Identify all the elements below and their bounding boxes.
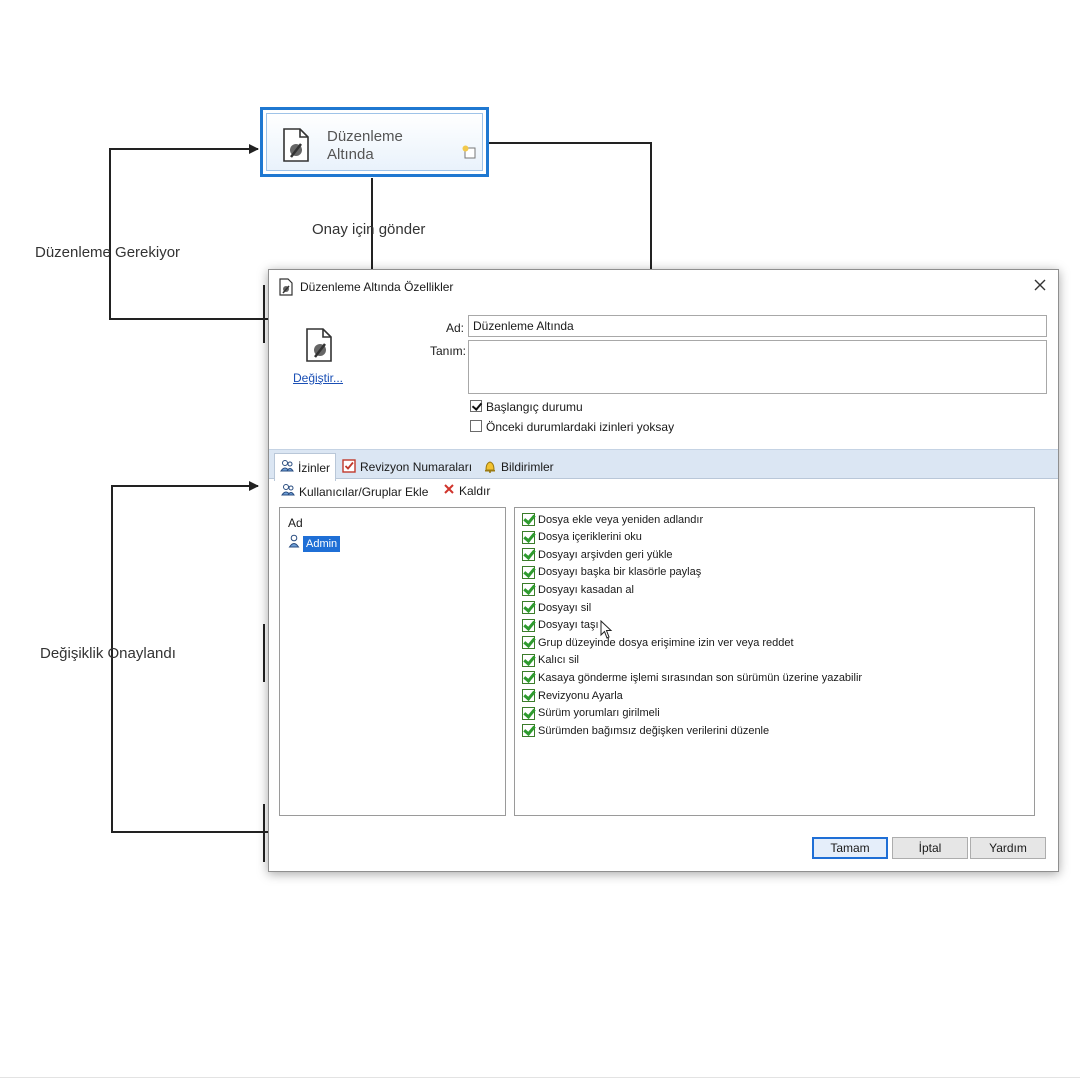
permission-label: Dosyayı taşı <box>538 619 599 632</box>
permission-checkbox[interactable] <box>522 548 535 562</box>
add-users-groups-label: Kullanıcılar/Gruplar Ekle <box>299 484 429 499</box>
permission-label: Kasaya gönderme işlemi sırasından son sü… <box>538 671 863 684</box>
list-item[interactable]: Dosyayı arşivden geri yükle <box>522 546 673 563</box>
ok-button[interactable]: Tamam <box>812 837 888 859</box>
permission-checkbox[interactable] <box>522 653 535 667</box>
list-item[interactable]: Dosyayı kasadan al <box>522 581 634 598</box>
state-large-icon <box>303 328 335 367</box>
permission-label: Kalıcı sil <box>538 654 579 667</box>
transition-line-approved <box>111 481 268 833</box>
users-icon <box>280 459 294 476</box>
page-divider <box>0 1077 1080 1078</box>
workflow-state-node[interactable]: Düzenleme Altında <box>260 107 489 177</box>
tab-notifications-label: Bildirimler <box>501 460 554 474</box>
cancel-button[interactable]: İptal <box>892 837 968 859</box>
users-list[interactable]: Ad Admin <box>279 507 506 816</box>
help-button[interactable]: Yardım <box>970 837 1046 859</box>
user-name: Admin <box>303 535 341 552</box>
description-input[interactable] <box>468 340 1047 394</box>
user-icon <box>288 534 300 553</box>
permission-checkbox[interactable] <box>522 513 535 526</box>
document-edit-icon <box>281 128 311 167</box>
workflow-state-title: Düzenleme Altında <box>327 128 403 163</box>
name-input[interactable]: Düzenleme Altında <box>468 315 1047 337</box>
list-item[interactable]: Dosyayı taşı <box>522 617 599 634</box>
list-item[interactable]: Grup düzeyinde dosya erişimine izin ver … <box>522 634 794 651</box>
bell-icon <box>483 459 497 476</box>
list-item[interactable]: Kasaya gönderme işlemi sırasından son sü… <box>522 669 862 686</box>
dialog-titlebar[interactable]: Düzenleme Altında Özellikler <box>269 270 1058 302</box>
tab-revision-numbers[interactable]: Revizyon Numaraları <box>337 454 477 480</box>
transition-line-needs-edit <box>109 144 268 320</box>
permission-label: Dosya içeriklerini oku <box>538 531 642 544</box>
remove-x-icon <box>443 483 455 498</box>
tab-revision-numbers-label: Revizyon Numaraları <box>360 460 473 474</box>
list-item[interactable]: Sürümden bağımsız değişken verilerini dü… <box>522 722 769 739</box>
close-icon[interactable] <box>1030 275 1050 295</box>
users-list-header: Ad <box>288 516 303 530</box>
transition-label-submit[interactable]: Onay için gönder <box>312 221 426 238</box>
permission-checkbox[interactable] <box>522 671 535 685</box>
permission-checkbox[interactable] <box>522 565 535 579</box>
permission-label: Dosya ekle veya yeniden adlandır <box>538 513 704 526</box>
initial-state-label: Başlangıç durumu <box>486 400 583 414</box>
remove-button[interactable]: Kaldır <box>443 483 490 498</box>
permission-checkbox[interactable] <box>522 530 535 544</box>
permission-label: Dosyayı kasadan al <box>538 583 634 596</box>
workflow-state-node-body: Düzenleme Altında <box>266 113 483 171</box>
description-label: Tanım: <box>430 344 467 358</box>
list-item[interactable]: Dosyayı sil <box>522 599 591 616</box>
ignore-previous-permissions-checkbox[interactable] <box>470 420 482 432</box>
permission-checkbox[interactable] <box>522 706 535 720</box>
permission-label: Dosyayı başka bir klasörle paylaş <box>538 566 702 579</box>
tab-notifications[interactable]: Bildirimler <box>478 454 559 480</box>
tab-strip: İzinler Revizyon Numaraları Bildirimler <box>269 449 1058 481</box>
permission-checkbox[interactable] <box>522 636 535 650</box>
tab-permissions[interactable]: İzinler <box>274 453 337 481</box>
dialog-title: Düzenleme Altında Özellikler <box>300 280 454 294</box>
state-properties-dialog: Düzenleme Altında Özellikler Değiştir...… <box>268 269 1059 872</box>
name-label: Ad: <box>446 321 465 335</box>
permission-label: Dosyayı arşivden geri yükle <box>538 548 673 561</box>
state-properties-icon[interactable] <box>462 145 476 164</box>
tab-permissions-label: İzinler <box>298 460 331 475</box>
permission-checkbox[interactable] <box>522 618 535 632</box>
change-icon-link[interactable]: Değiştir... <box>293 371 344 385</box>
permission-label: Sürümden bağımsız değişken verilerini dü… <box>538 724 770 737</box>
ignore-previous-permissions-label: Önceki durumlardaki izinleri yoksay <box>486 420 675 434</box>
list-item[interactable]: Sürüm yorumları girilmeli <box>522 705 660 722</box>
list-item[interactable]: Dosyayı başka bir klasörle paylaş <box>522 564 701 581</box>
permission-label: Dosyayı sil <box>538 601 592 614</box>
document-edit-icon <box>278 278 294 301</box>
permission-label: Revizyonu Ayarla <box>538 689 623 702</box>
transition-line-out <box>489 142 652 270</box>
permission-checkbox[interactable] <box>522 689 535 702</box>
list-item[interactable]: Dosya içeriklerini oku <box>522 529 642 546</box>
transition-label-needs-edit[interactable]: Düzenleme Gerekiyor <box>35 244 181 261</box>
permission-label: Sürüm yorumları girilmeli <box>538 707 660 720</box>
list-item[interactable]: Kalıcı sil <box>522 652 579 669</box>
list-item[interactable]: Admin <box>288 534 341 553</box>
transition-label-approved[interactable]: Değişiklik Onaylandı <box>40 645 176 662</box>
permission-checkbox[interactable] <box>522 724 535 738</box>
initial-state-checkbox[interactable] <box>470 400 482 412</box>
permission-label: Grup düzeyinde dosya erişimine izin ver … <box>538 636 794 649</box>
permission-checkbox[interactable] <box>522 601 535 614</box>
mouse-cursor-icon <box>600 619 614 645</box>
remove-label: Kaldır <box>459 483 491 498</box>
revision-check-icon <box>342 458 356 476</box>
add-users-groups-button[interactable]: Kullanıcılar/Gruplar Ekle <box>281 483 428 500</box>
users-icon <box>281 483 295 500</box>
list-item[interactable]: Revizyonu Ayarla <box>522 687 623 704</box>
list-item[interactable]: Dosya ekle veya yeniden adlandır <box>522 511 703 528</box>
permission-checkbox[interactable] <box>522 583 535 597</box>
